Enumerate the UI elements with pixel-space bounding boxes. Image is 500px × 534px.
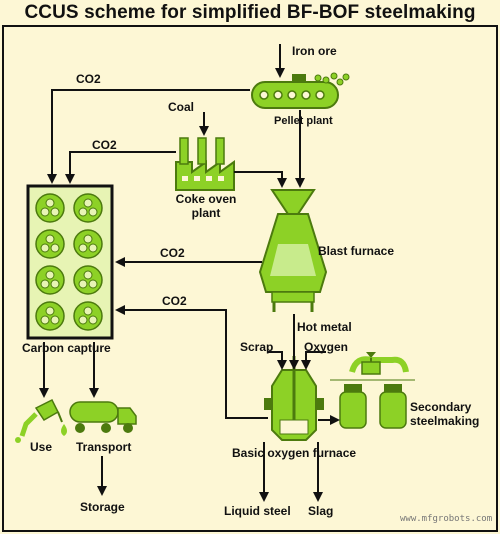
- capture-cell-icon: [73, 265, 103, 295]
- coke-oven-icon: [175, 137, 235, 191]
- page-title: CCUS scheme for simplified BF-BOF steelm…: [24, 2, 476, 23]
- scrap-label: Scrap: [240, 340, 274, 354]
- carbon-capture-label: Carbon capture: [22, 341, 111, 355]
- capture-cell-icon: [73, 193, 103, 223]
- liquid-steel-label: Liquid steel: [224, 504, 291, 518]
- transport-label: Transport: [76, 440, 132, 454]
- use-label: Use: [30, 440, 53, 454]
- secondary-label-line1: Secondary: [410, 400, 472, 414]
- capture-cell-icon: [35, 265, 65, 295]
- slag-label: Slag: [308, 504, 334, 518]
- blast-furnace-label: Blast furnace: [318, 244, 395, 258]
- hot-metal-label: Hot metal: [297, 320, 352, 334]
- capture-cell-icon: [73, 301, 103, 331]
- secondary-steelmaking-icon: [330, 352, 415, 429]
- iron-ore-label: Iron ore: [292, 44, 337, 58]
- coal-label: Coal: [168, 100, 195, 114]
- coke-oven-label-line1: Coke oven: [175, 192, 237, 206]
- flow-lines: [39, 44, 340, 502]
- storage-label: Storage: [80, 500, 125, 514]
- coke-oven-label-line2: plant: [191, 206, 221, 220]
- capture-cell-icon: [35, 193, 65, 223]
- carbon-capture-panel: [26, 184, 114, 340]
- bof-converter-icon: [264, 356, 324, 441]
- pellet-plant-label: Pellet plant: [274, 115, 333, 127]
- tanker-truck-icon: [69, 401, 137, 433]
- capture-cell-icon: [73, 229, 103, 259]
- capture-cell-icon: [35, 301, 65, 331]
- blast-furnace-icon: [258, 189, 328, 312]
- watermark: www.mfgrobots.com: [400, 514, 493, 524]
- bof-label: Basic oxygen furnace: [232, 446, 357, 460]
- secondary-label-line2: steelmaking: [410, 414, 480, 428]
- co2-coke-label: CO2: [92, 138, 117, 152]
- diagram-border: [2, 25, 498, 532]
- capture-cell-icon: [35, 229, 65, 259]
- oxygen-label: Oxygen: [304, 340, 349, 354]
- co2-bof-label: CO2: [162, 294, 187, 308]
- pellet-plant-icon: [251, 72, 350, 109]
- co2-pellet-label: CO2: [76, 72, 101, 86]
- fuel-nozzle-icon: [15, 398, 67, 443]
- co2-bf-label: CO2: [160, 246, 185, 260]
